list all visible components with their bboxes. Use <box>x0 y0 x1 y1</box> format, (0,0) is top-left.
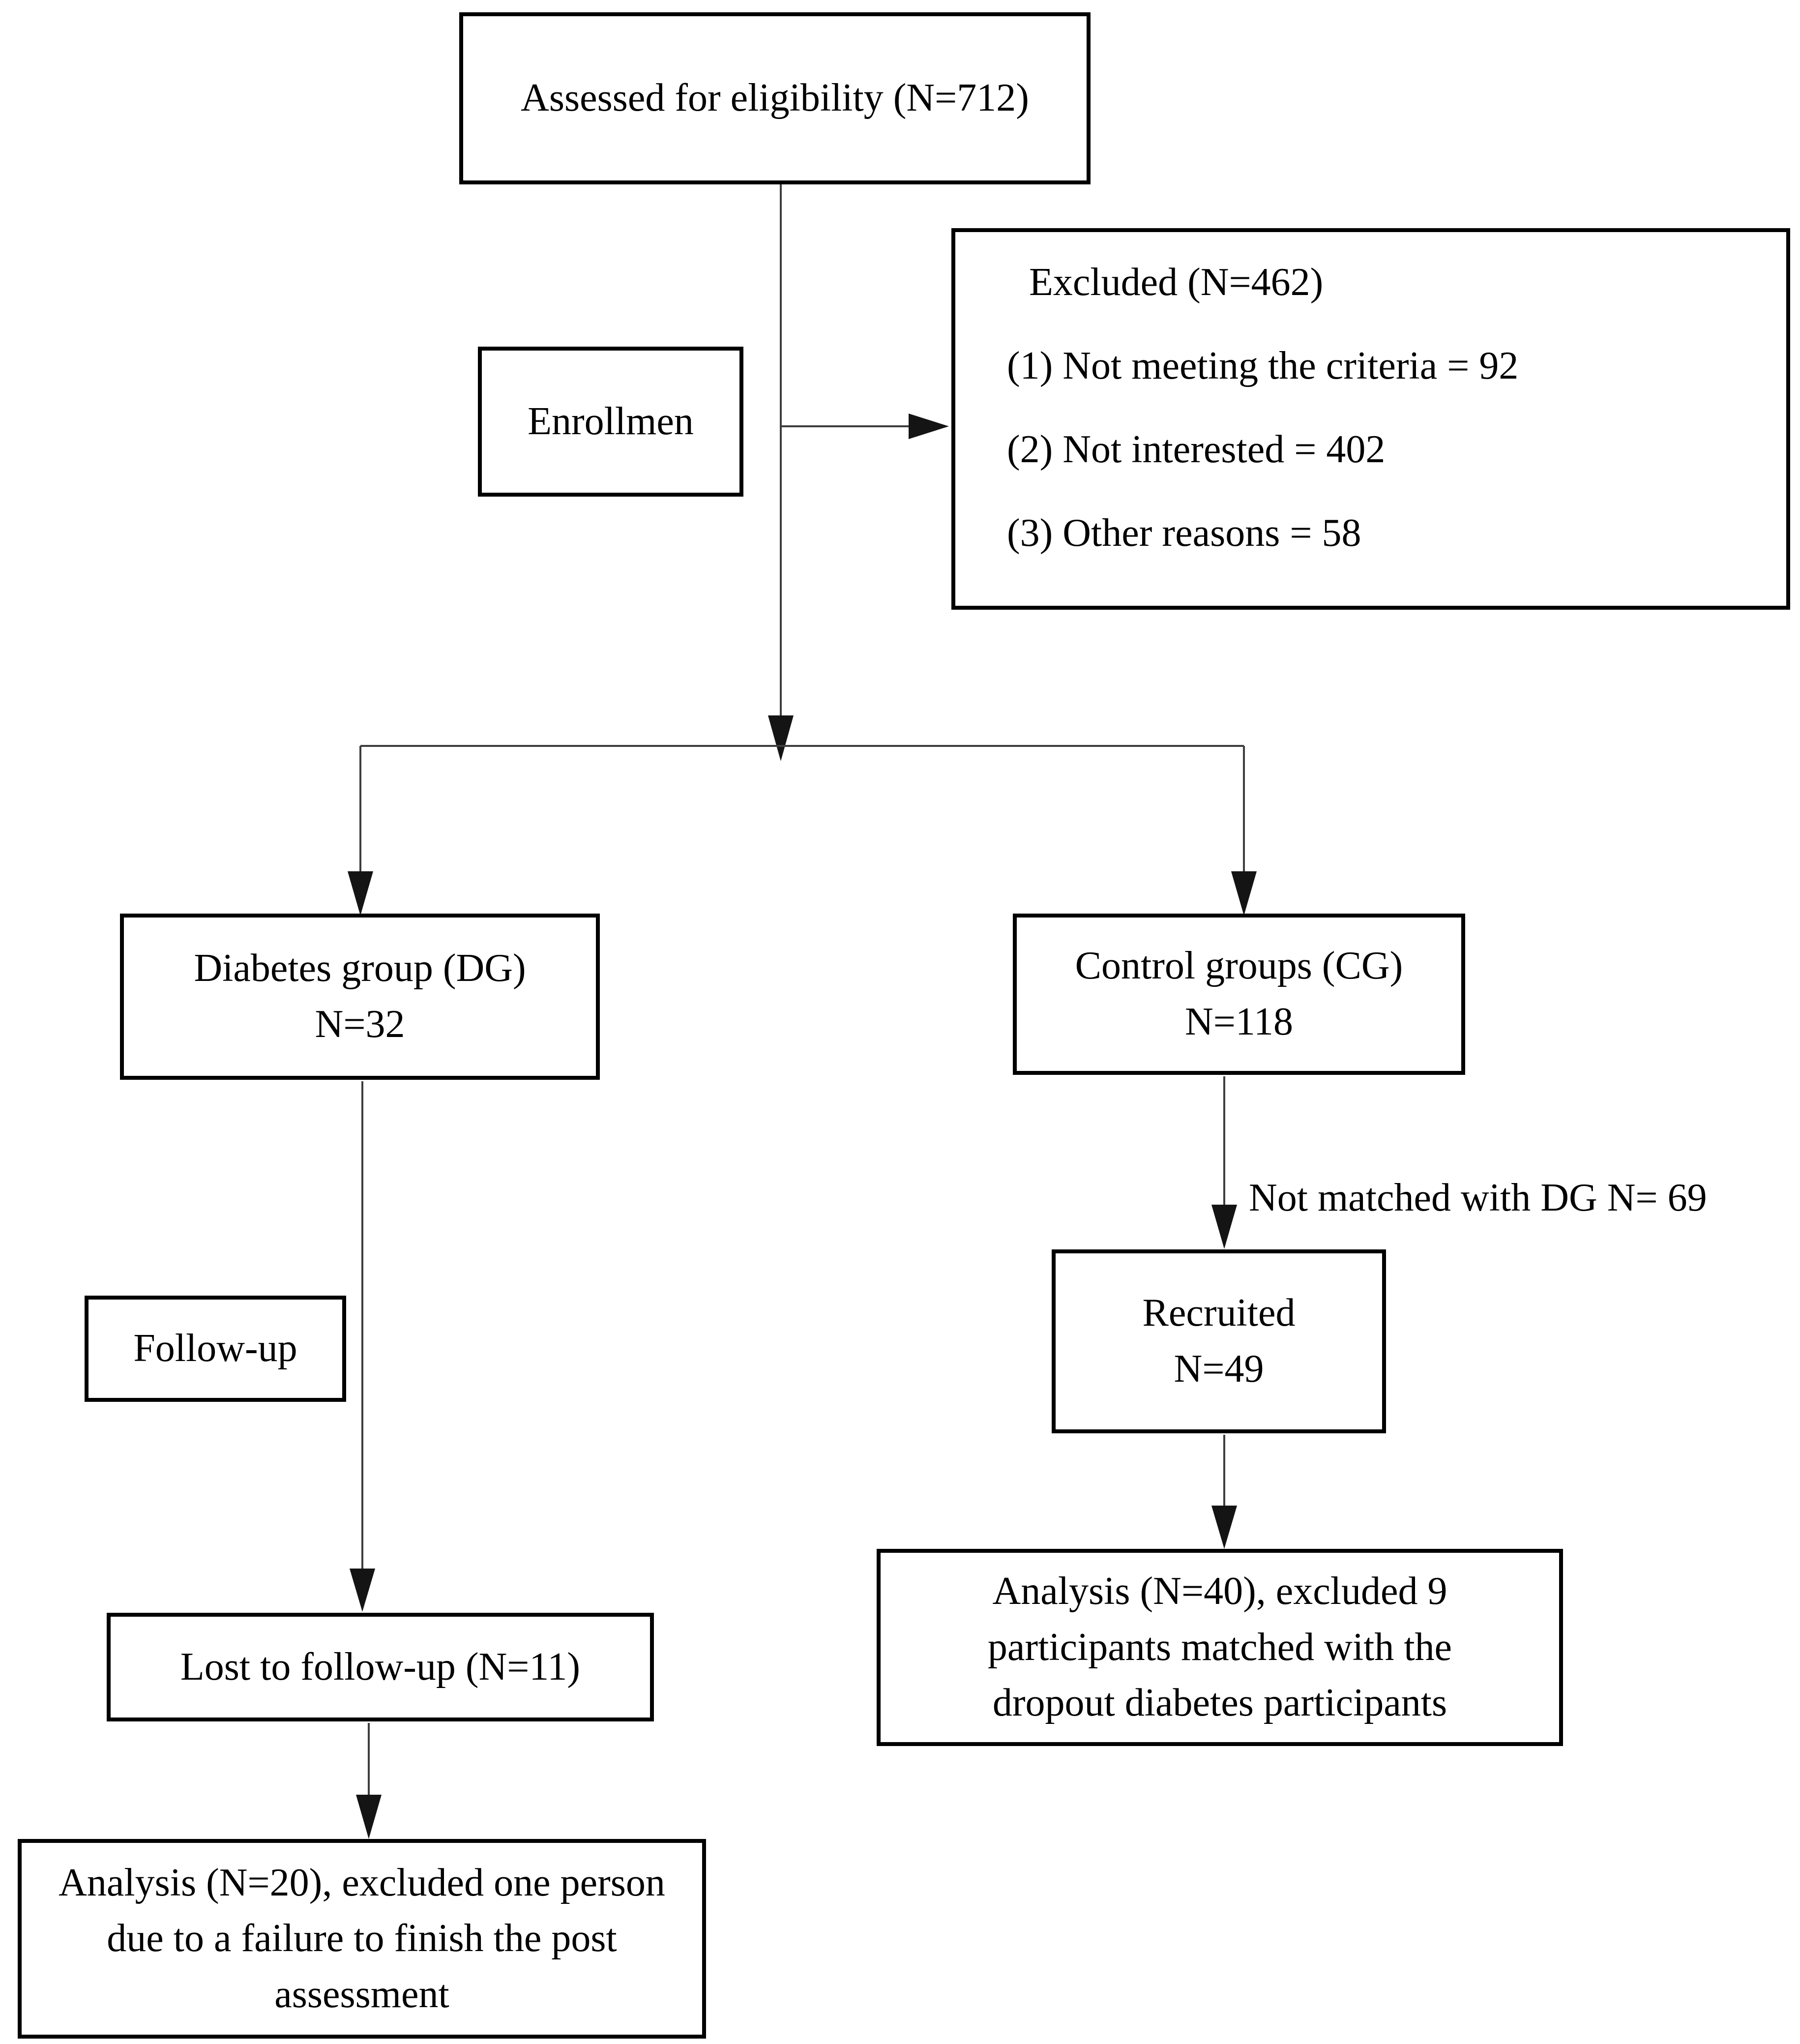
excluded-reason-1: (1) Not meeting the criteria = 92 <box>1007 344 1519 387</box>
control-group-count: N=118 <box>1185 1000 1293 1043</box>
follow-up-label: Follow-up <box>133 1327 297 1370</box>
arrowhead-dg <box>348 871 373 916</box>
control-group-box: Control groups (CG) N=118 <box>1013 914 1465 1075</box>
enrollment-label: Enrollmen <box>528 399 694 443</box>
enrollment-box: Enrollmen <box>478 347 743 497</box>
recruited-count: N=49 <box>1174 1347 1264 1391</box>
analysis-diabetes-group-box: Analysis (N=20), excluded one person due… <box>18 1839 706 2039</box>
analysis-diabetes-group-label: Analysis (N=20), excluded one person due… <box>59 1861 665 2016</box>
excluded-title: Excluded (N=462) <box>1029 261 1324 304</box>
analysis-control-group-label: Analysis (N=40), excluded 9 participants… <box>987 1570 1452 1725</box>
arrowhead-lost <box>350 1569 375 1612</box>
arrowhead-recruited <box>1211 1205 1237 1249</box>
not-matched-label: Not matched with DG N= 69 <box>1249 1176 1707 1219</box>
follow-up-box: Follow-up <box>85 1296 346 1402</box>
recruited-label: Recruited <box>1142 1291 1296 1335</box>
arrowhead-junction <box>768 715 794 761</box>
lost-to-follow-up-label: Lost to follow-up (N=11) <box>180 1645 581 1689</box>
control-group-name: Control groups (CG) <box>1075 944 1403 988</box>
arrowhead-excluded <box>909 414 949 439</box>
analysis-control-group-box: Analysis (N=40), excluded 9 participants… <box>877 1549 1563 1746</box>
diabetes-group-count: N=32 <box>315 1003 405 1046</box>
assessed-eligibility-box: Assessed for eligibility (N=712) <box>459 12 1091 184</box>
arrowhead-analysis-cg <box>1211 1506 1237 1549</box>
arrowhead-analysis-dg <box>356 1795 382 1839</box>
excluded-reason-3: (3) Other reasons = 58 <box>1007 511 1361 555</box>
assessed-eligibility-label: Assessed for eligibility (N=712) <box>521 76 1029 120</box>
excluded-box: Excluded (N=462) (1) Not meeting the cri… <box>951 228 1790 610</box>
excluded-reason-2: (2) Not interested = 402 <box>1007 428 1386 471</box>
diabetes-group-name: Diabetes group (DG) <box>194 947 526 990</box>
arrowhead-cg <box>1231 871 1257 916</box>
recruited-box: Recruited N=49 <box>1052 1249 1386 1433</box>
lost-to-follow-up-box: Lost to follow-up (N=11) <box>107 1613 654 1721</box>
diabetes-group-box: Diabetes group (DG) N=32 <box>120 914 600 1080</box>
